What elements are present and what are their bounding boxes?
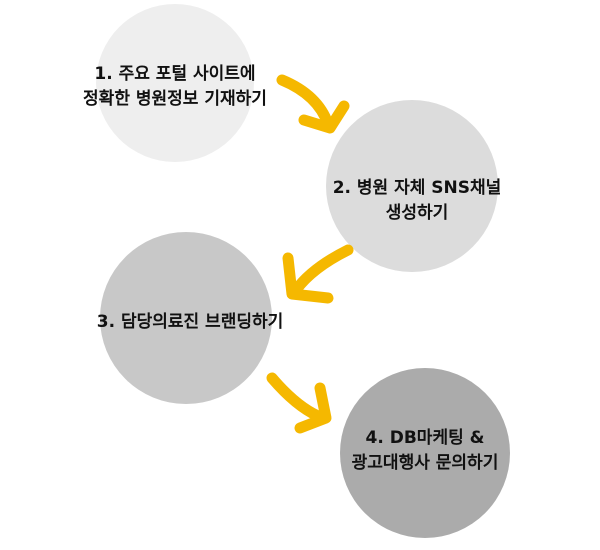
- step-2-circle: [326, 100, 498, 272]
- step-2-line-1: 2. 병원 자체 SNS채널: [332, 178, 502, 198]
- arrow-step2-to-step3: [290, 244, 354, 296]
- step-2-label: 2. 병원 자체 SNS채널 생성하기: [292, 176, 542, 226]
- arrowhead-step2-to-step3: [282, 252, 334, 304]
- step-1-label: 1. 주요 포털 사이트에 정확한 병원정보 기재하기: [50, 62, 300, 112]
- step-4-label: 4. DB마케팅 & 광고대행사 문의하기: [300, 426, 550, 476]
- step-3-line-1: 3. 담당의료진 브랜딩하기: [96, 312, 284, 332]
- step-3-label: 3. 담당의료진 브랜딩하기: [60, 310, 320, 335]
- step-1-line-1: 1. 주요 포털 사이트에: [94, 64, 256, 84]
- step-1-line-2: 정확한 병원정보 기재하기: [83, 89, 267, 109]
- step-4-line-2: 광고대행사 문의하기: [351, 453, 499, 473]
- arrow-step3-to-step4: [266, 372, 324, 422]
- arrow-step1-to-step2: [276, 74, 334, 130]
- arrowhead-step3-to-step4: [294, 382, 332, 434]
- arrowhead-step1-to-step2: [298, 100, 350, 134]
- step-4-line-1: 4. DB마케팅 &: [365, 428, 485, 448]
- step-4-circle: [340, 368, 510, 538]
- step-3-circle: [100, 232, 272, 404]
- step-2-line-2: 생성하기: [385, 203, 449, 223]
- step-1-circle: [96, 4, 254, 162]
